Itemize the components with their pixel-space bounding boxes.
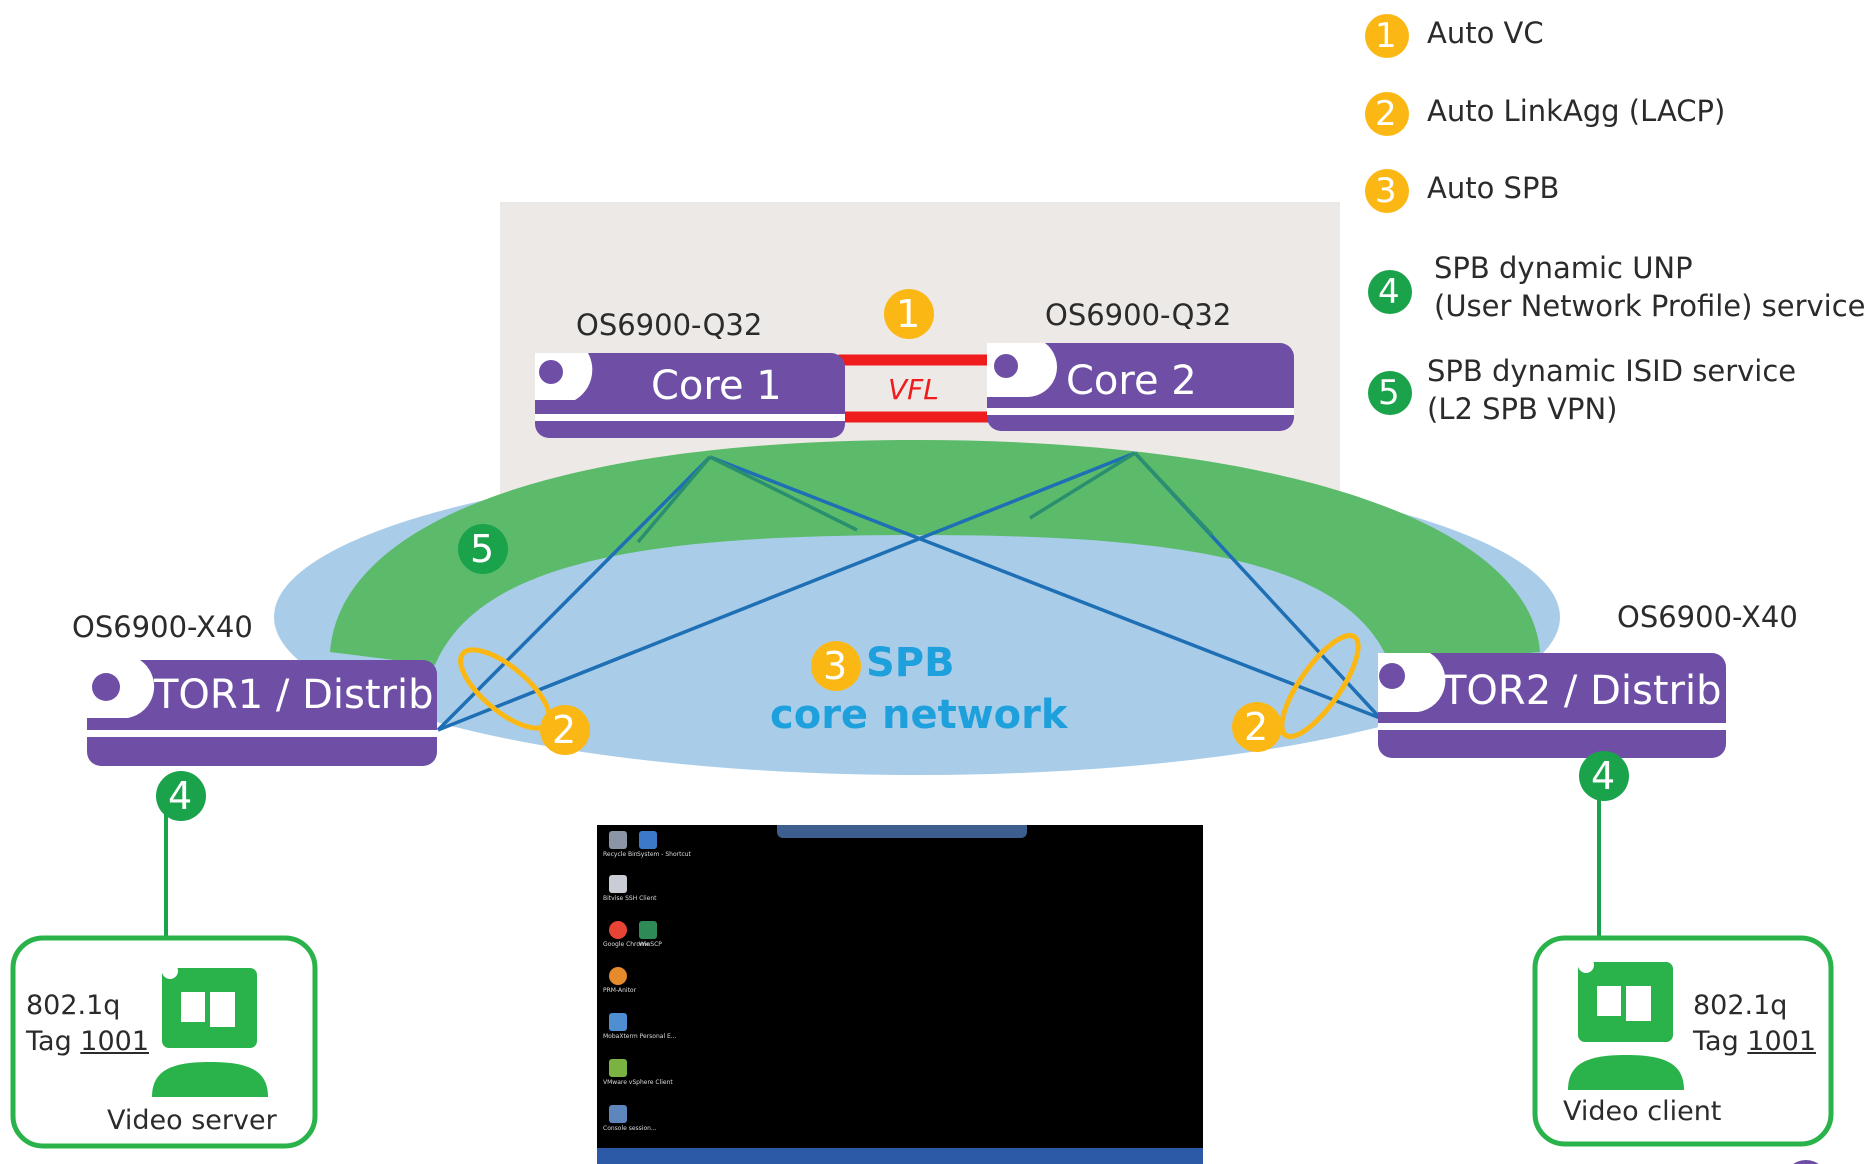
- vfl-links: [834, 354, 996, 423]
- spb-badge-num: 3: [823, 644, 848, 688]
- spb-badge: [811, 641, 861, 691]
- legend-badge-2: [1365, 92, 1409, 136]
- client-drop-line: [1582, 795, 1601, 962]
- legend-badge-1: [1365, 14, 1409, 58]
- tor1-model: OS6900-X40: [72, 610, 253, 644]
- vsphere-icon: [609, 1059, 627, 1077]
- legend-item-5-line2: (L2 SPB VPN): [1427, 392, 1618, 426]
- unp-badge-left: [156, 771, 206, 821]
- legend-item-1-text: Auto VC: [1427, 16, 1544, 50]
- desktop-icon-label: System - Shortcut: [637, 851, 691, 858]
- chrome-icon: [609, 921, 627, 939]
- server-label: Video server: [107, 1105, 277, 1136]
- legend-badge-5: [1368, 371, 1412, 415]
- tor2-switch: [1378, 653, 1726, 758]
- prm-icon: [609, 967, 627, 985]
- lacp-badge-left: [540, 705, 590, 755]
- vfl-label: VFL: [888, 373, 939, 406]
- desktop-icon-label: Bitvise SSH Client: [603, 895, 657, 902]
- core2-label: Core 2: [1066, 358, 1197, 404]
- tor2-label: TOR2 / Distrib: [1442, 668, 1722, 714]
- client-tag-prefix: Tag: [1693, 1026, 1748, 1057]
- desktop-icon-label: VMware vSphere Client: [603, 1079, 673, 1086]
- client-tag-value: 1001: [1747, 1026, 1817, 1057]
- desktop-icon-label: MobaXterm Personal E...: [603, 1033, 677, 1040]
- legend-badge-3-num: 3: [1375, 171, 1397, 211]
- legend-badge-2-num: 2: [1375, 94, 1397, 134]
- desktop-icon-label: WinSCP: [639, 941, 662, 948]
- client-tag-line1: 802.1q: [1693, 990, 1788, 1021]
- server-tag-line2: Tag 1001: [26, 1024, 149, 1060]
- desktop-icon-label: Recycle Bin: [603, 851, 638, 858]
- vfl-badge-num: 1: [896, 292, 921, 336]
- legend-item-5-line1: SPB dynamic ISID service: [1427, 354, 1797, 388]
- legend-item-2-text: Auto LinkAgg (LACP): [1427, 94, 1726, 128]
- vfl-badge: [884, 289, 934, 339]
- system-shortcut-icon: [639, 831, 657, 849]
- core2-switch: [987, 343, 1294, 431]
- lacp-badge-right-num: 2: [1244, 705, 1269, 749]
- core1-label: Core 1: [651, 363, 782, 409]
- remote-desktop-taskbar: [597, 1148, 1203, 1164]
- isid-ring: [330, 440, 1540, 665]
- badges: [156, 14, 1629, 821]
- legend-item-3-text: Auto SPB: [1427, 171, 1560, 205]
- legend-badge-4-num: 4: [1378, 272, 1400, 312]
- server-tag-value: 1001: [80, 1026, 150, 1057]
- legend-badge-5-num: 5: [1378, 373, 1400, 413]
- legend-item-4-line2: (User Network Profile) service: [1434, 289, 1866, 323]
- tor1-switch: [87, 660, 437, 766]
- spb-subtitle: core network: [770, 692, 1068, 738]
- video-server-icon: [152, 963, 268, 1097]
- spb-title: SPB: [866, 640, 955, 686]
- core1-switch: [535, 353, 845, 438]
- mobaxterm-icon: [609, 1013, 627, 1031]
- client-tag-line2: Tag 1001: [1693, 1024, 1816, 1060]
- isid-badge: [458, 524, 508, 574]
- unp-badge-right: [1579, 751, 1629, 801]
- remote-desktop-titlebar: [777, 825, 1027, 838]
- remote-desktop-screenshot: Recycle Bin System - Shortcut Bitvise SS…: [597, 825, 1203, 1164]
- spb-links: [436, 451, 1382, 732]
- isid-badge-num: 5: [470, 527, 495, 571]
- desktop-icon-label: Console session...: [603, 1125, 657, 1132]
- desktop-icon-label: Google Chrome: [603, 941, 650, 948]
- legend-badge-4: [1368, 270, 1412, 314]
- tor2-model: OS6900-X40: [1617, 600, 1798, 634]
- video-client-icon: [1568, 957, 1684, 1090]
- corner-logo: [1793, 1160, 1819, 1164]
- server-tag-line1: 802.1q: [26, 990, 121, 1021]
- legend-badge-3: [1365, 169, 1409, 213]
- core2-model: OS6900-Q32: [1045, 298, 1232, 332]
- unp-badge-right-num: 4: [1591, 754, 1616, 798]
- unp-badge-left-num: 4: [168, 774, 193, 818]
- legend-item-4-line1: SPB dynamic UNP: [1434, 251, 1693, 285]
- client-label: Video client: [1563, 1096, 1722, 1127]
- recycle-bin-icon: [609, 831, 627, 849]
- server-tag-prefix: Tag: [26, 1026, 81, 1057]
- ssh-client-icon: [609, 875, 627, 893]
- winscp-icon: [639, 921, 657, 939]
- lacp-oval-right: [1279, 633, 1361, 739]
- lacp-badge-right: [1232, 702, 1282, 752]
- console-icon: [609, 1105, 627, 1123]
- lacp-badge-left-num: 2: [552, 708, 577, 752]
- legend-badge-1-num: 1: [1375, 16, 1397, 56]
- desktop-icon-label: PRM-Anitor: [603, 987, 637, 994]
- tor1-label: TOR1 / Distrib: [154, 672, 434, 718]
- core1-model: OS6900-Q32: [576, 308, 763, 342]
